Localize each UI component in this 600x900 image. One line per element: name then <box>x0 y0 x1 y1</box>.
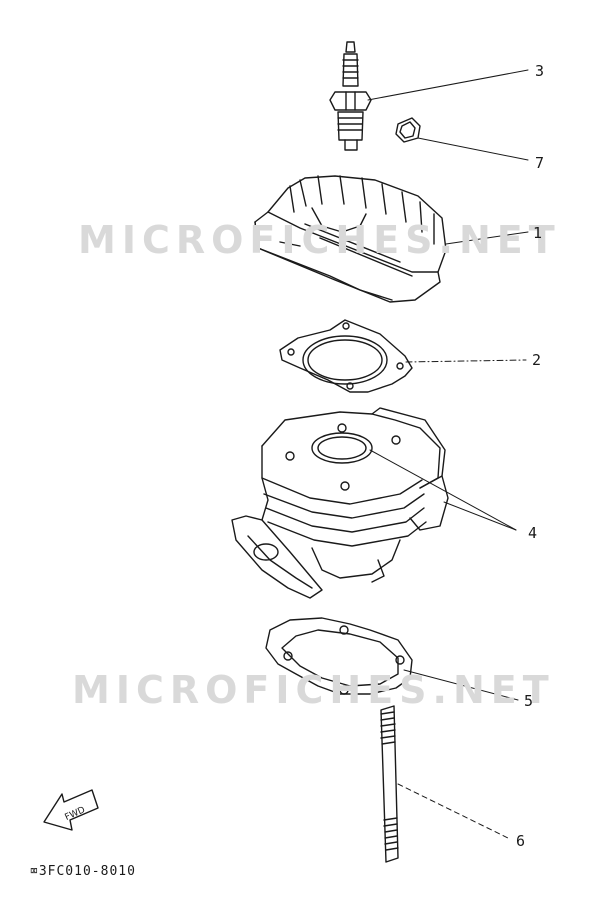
head-gasket-part <box>279 319 413 393</box>
spark-plug-part <box>329 41 372 151</box>
callout-7: 7 <box>535 154 545 172</box>
callout-4: 4 <box>528 524 538 542</box>
drawing-code: ⌧3FC010-8010 <box>30 864 136 879</box>
base-gasket-part <box>265 617 413 695</box>
stud-bolt-part <box>380 705 399 863</box>
watermark-top: MICROFICHES.NET <box>78 218 561 262</box>
callout-3: 3 <box>535 62 545 80</box>
callout-6: 6 <box>516 832 526 850</box>
fwd-label: FWD <box>64 805 87 823</box>
callout-1: 1 <box>533 224 543 242</box>
callout-5: 5 <box>524 692 534 710</box>
nut-part <box>395 117 421 143</box>
leader-lines <box>367 69 529 839</box>
callout-2: 2 <box>532 351 542 369</box>
watermark-bottom: MICROFICHES.NET <box>72 668 555 712</box>
fwd-arrow-icon: FWD <box>43 789 99 831</box>
cylinder-part <box>231 407 449 599</box>
cylinder-head-part <box>254 175 447 303</box>
